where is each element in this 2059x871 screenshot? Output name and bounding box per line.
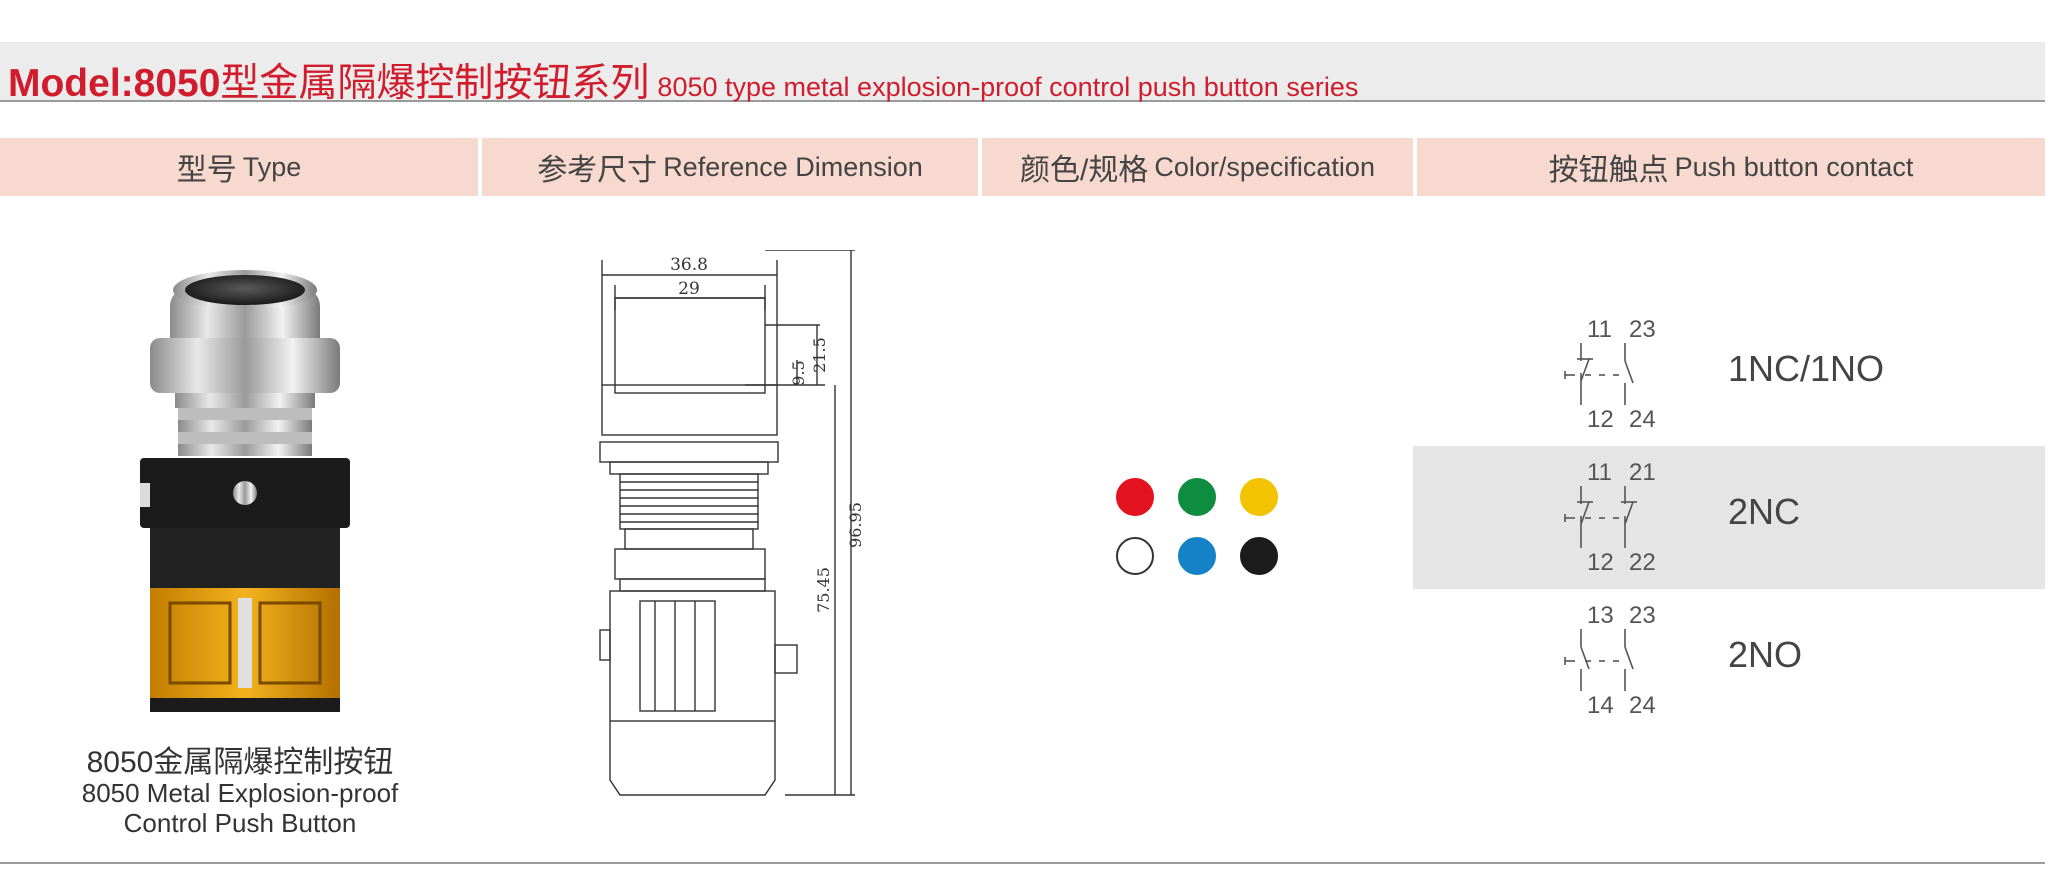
bottom-divider [0, 862, 2045, 864]
contact-row-2nc: 11 21 12 22 2NC [1413, 446, 2045, 589]
header-color-cn: 颜色/规格 [1020, 154, 1149, 187]
dim-21-5: 21.5 [810, 337, 829, 373]
header-dimension-cn: 参考尺寸 [537, 154, 658, 187]
dim-9-5: 9.5 [789, 360, 808, 385]
contact-2-right-bottom: 22 [1629, 549, 1656, 576]
header-contact-en: Push button contact [1674, 151, 1914, 182]
caption-cn: 8050金属隔爆控制按钮 [86, 746, 394, 779]
contact-symbol-nc-no-icon: 11 23 12 24 [1564, 316, 1656, 433]
title-model: Model:8050 [8, 62, 221, 105]
header-contact-cn: 按钮触点 [1548, 154, 1669, 187]
dim-96-95: 96.95 [846, 502, 865, 548]
color-swatch-black [1240, 537, 1278, 575]
caption-en-line1: 8050 Metal Explosion-proof [81, 778, 399, 808]
dim-75-45: 75.45 [814, 567, 833, 613]
color-swatch-blue [1178, 537, 1216, 575]
contact-3-left-bottom: 14 [1587, 692, 1614, 719]
header-color-en: Color/specification [1154, 151, 1375, 182]
color-swatch-yellow [1240, 478, 1278, 516]
title-cn: 型金属隔爆控制按钮系列 [220, 62, 650, 105]
contact-label-2no: 2NO [1728, 634, 1803, 675]
header-dimension-en: Reference Dimension [663, 151, 923, 182]
contact-symbol-nc-nc-icon: 11 21 12 22 [1564, 459, 1656, 576]
product-caption: 8050金属隔爆控制按钮 8050 Metal Explosion-proof … [30, 746, 450, 839]
color-swatch-green [1178, 478, 1216, 516]
contact-3-left-top: 13 [1587, 602, 1614, 629]
contact-1-left-top: 11 [1587, 316, 1612, 343]
contact-label-1nc-1no: 1NC/1NO [1728, 348, 1885, 389]
title-en: 8050 type metal explosion-proof control … [657, 72, 1359, 102]
contact-row-1nc-1no: 11 23 12 24 1NC/1NO [1413, 303, 2045, 446]
color-swatch-white [1116, 537, 1154, 575]
dim-36-8: 36.8 [670, 255, 708, 275]
caption-en-line2: Control Push Button [123, 808, 357, 838]
contact-label-2nc: 2NC [1728, 491, 1801, 532]
contact-1-right-bottom: 24 [1629, 406, 1656, 433]
contact-2-left-bottom: 12 [1587, 549, 1614, 576]
contact-symbol-no-no-icon: 13 23 14 24 [1564, 602, 1656, 719]
contact-1-left-bottom: 12 [1587, 406, 1614, 433]
color-swatch-red [1116, 478, 1154, 516]
contact-3-right-top: 23 [1629, 602, 1656, 629]
contact-2-right-top: 21 [1629, 459, 1656, 486]
reference-dimension-drawing: 36.8 29 9.5 21.5 75.45 96.95 [599, 250, 865, 796]
push-button-product-image [140, 270, 350, 712]
contact-2-left-top: 11 [1587, 459, 1612, 486]
color-swatches [1110, 473, 1280, 583]
dim-29: 29 [678, 279, 700, 299]
contact-3-right-bottom: 24 [1629, 692, 1656, 719]
header-type-cn: 型号 [176, 154, 237, 187]
header-type-en: Type [242, 151, 302, 182]
contact-1-right-top: 23 [1629, 316, 1656, 343]
contact-row-2no: 13 23 14 24 2NO [1413, 589, 2045, 732]
